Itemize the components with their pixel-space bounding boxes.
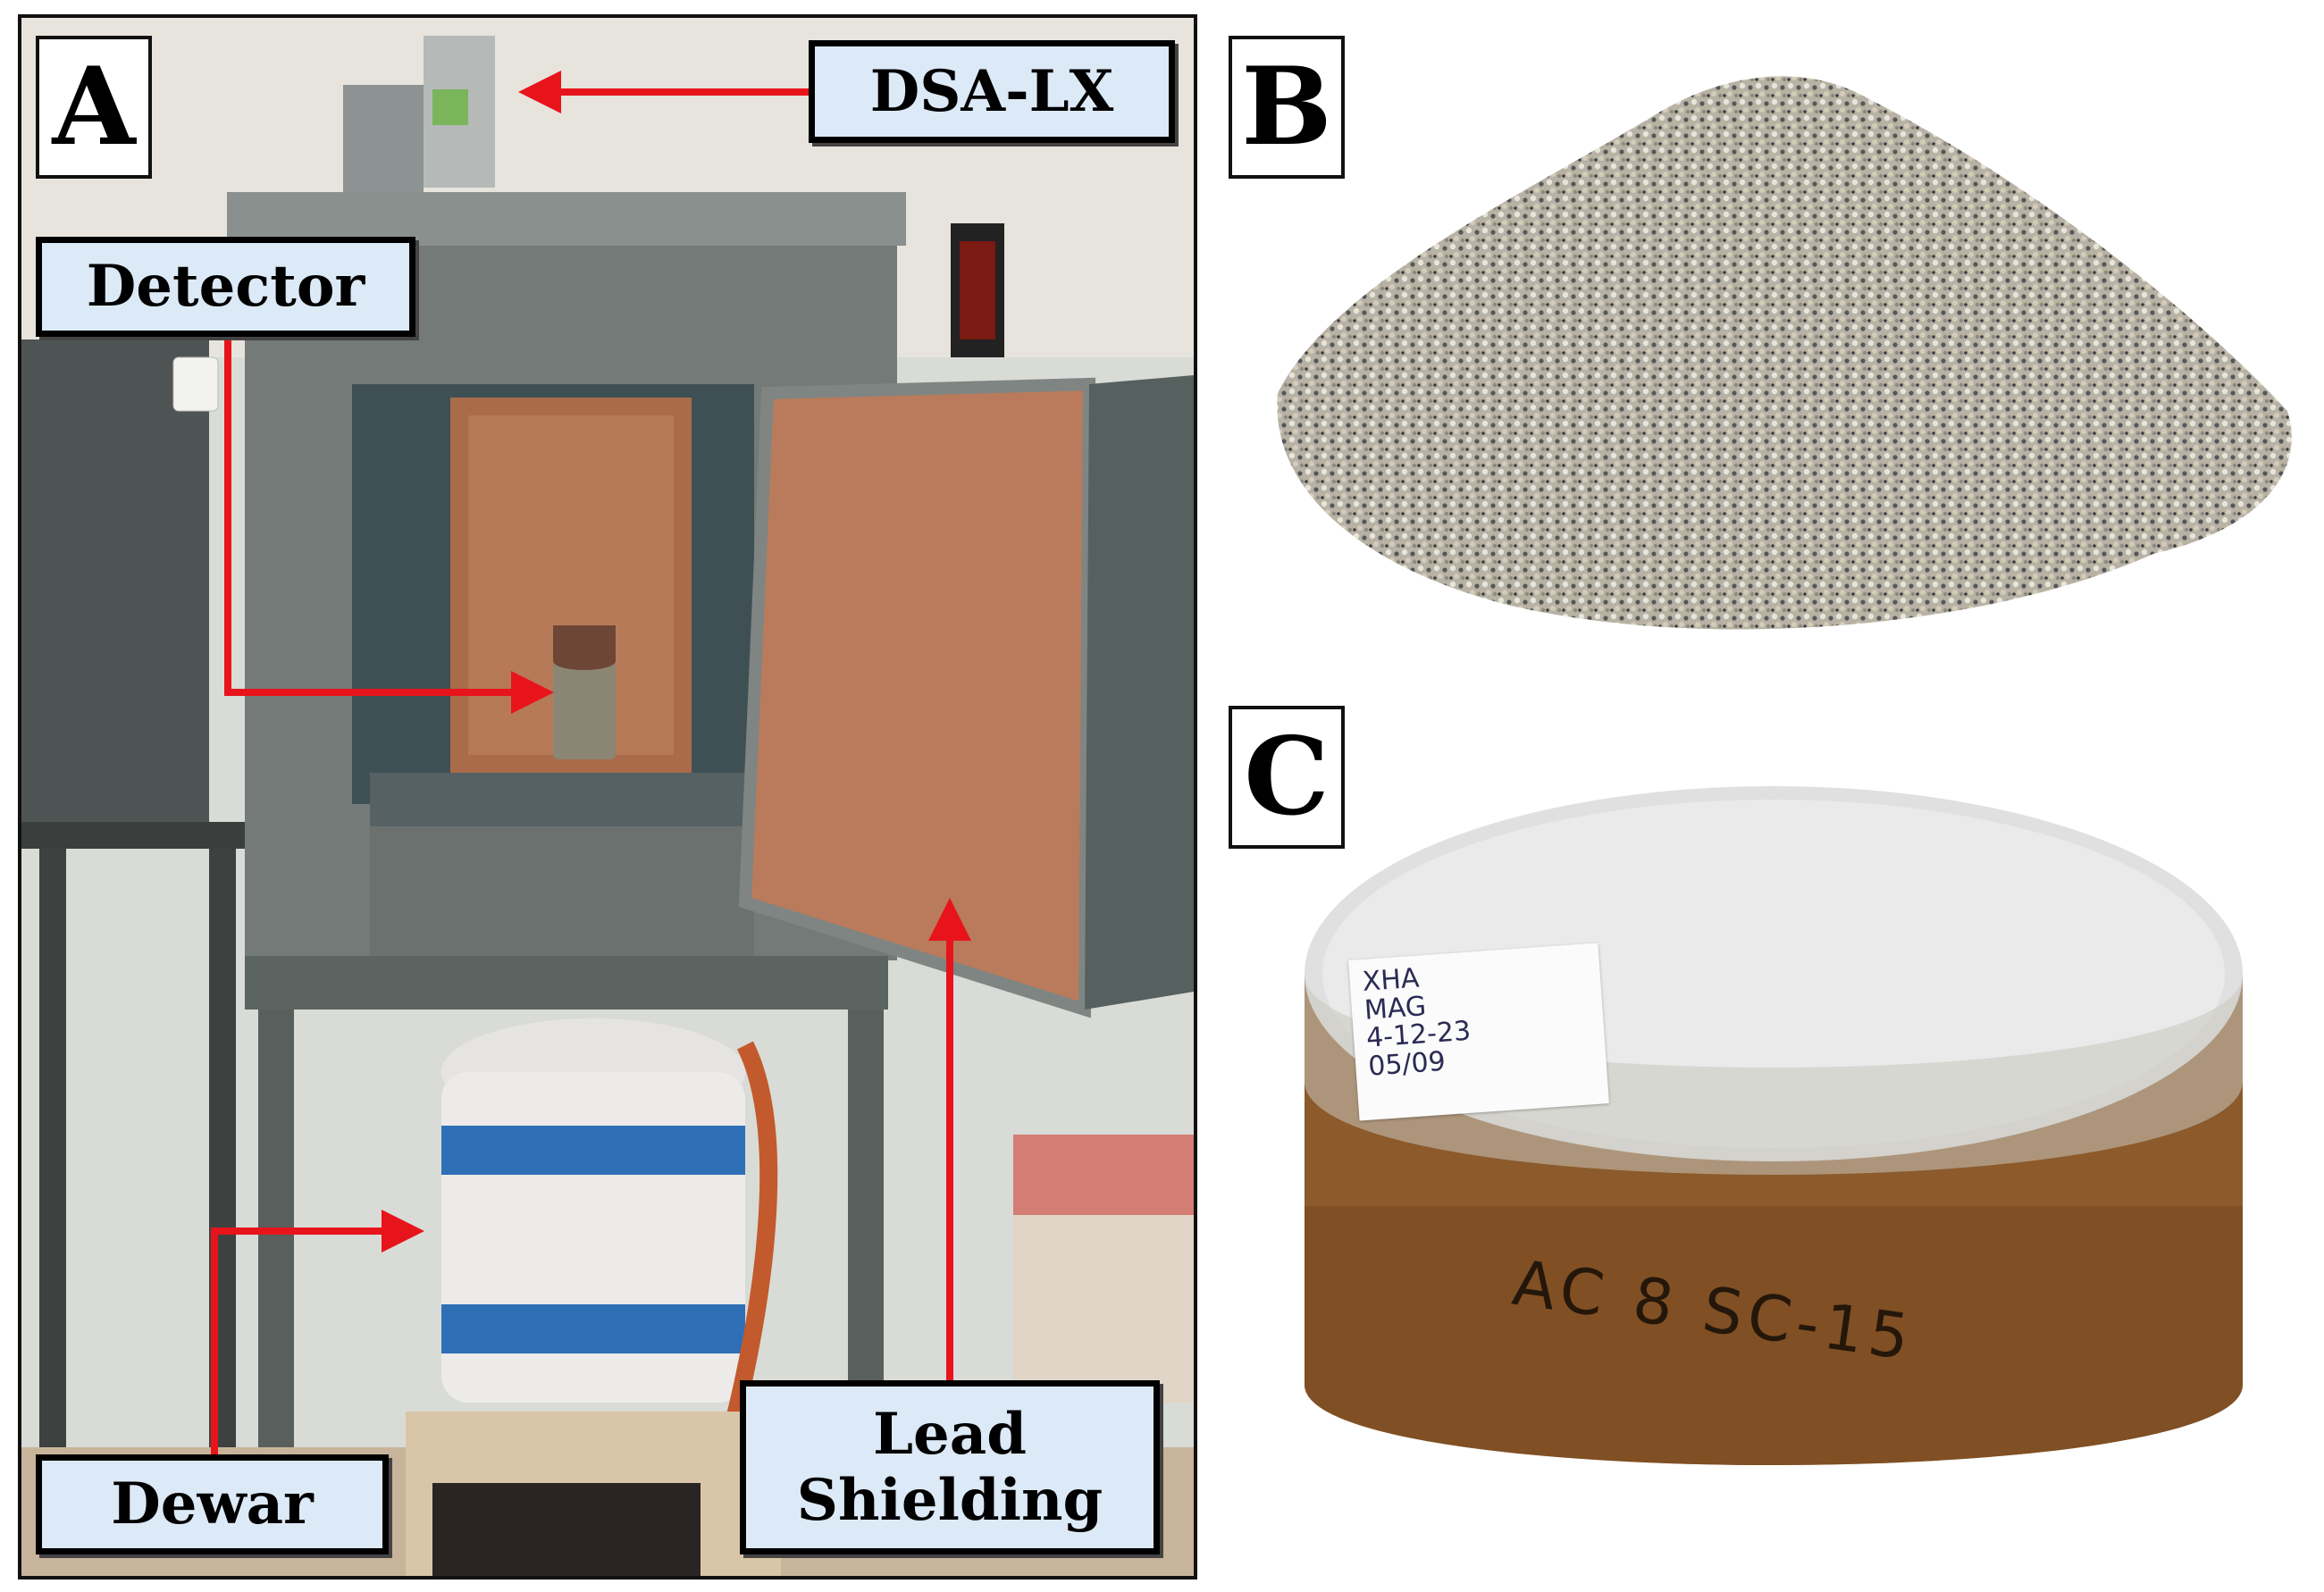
panel-label-b: B	[1229, 36, 1345, 179]
granular-sample-photo	[1277, 76, 2292, 630]
callout-lead-shielding: Lead Shielding	[740, 1380, 1160, 1554]
detector-endcap	[553, 661, 616, 759]
dsa-lx-device	[343, 85, 424, 192]
photo-panel-b	[1224, 18, 2314, 715]
detector-arrow	[224, 339, 554, 714]
panel-label-a: A	[36, 36, 152, 179]
panel-label-c: C	[1229, 706, 1345, 849]
photo-panel-c: XHA MAG 4-12-23 05/09 AC 8 SC-15	[1224, 706, 2314, 1581]
callout-dewar: Dewar	[36, 1454, 389, 1554]
stand-top	[245, 956, 888, 1010]
callout-detector: Detector	[36, 237, 415, 337]
callout-dsa-lx: DSA-LX	[809, 40, 1175, 143]
wall-socket	[172, 356, 219, 412]
dewar-arrow	[211, 1210, 424, 1454]
gravel-pile	[1277, 76, 2292, 630]
left-cabinet	[21, 339, 209, 840]
